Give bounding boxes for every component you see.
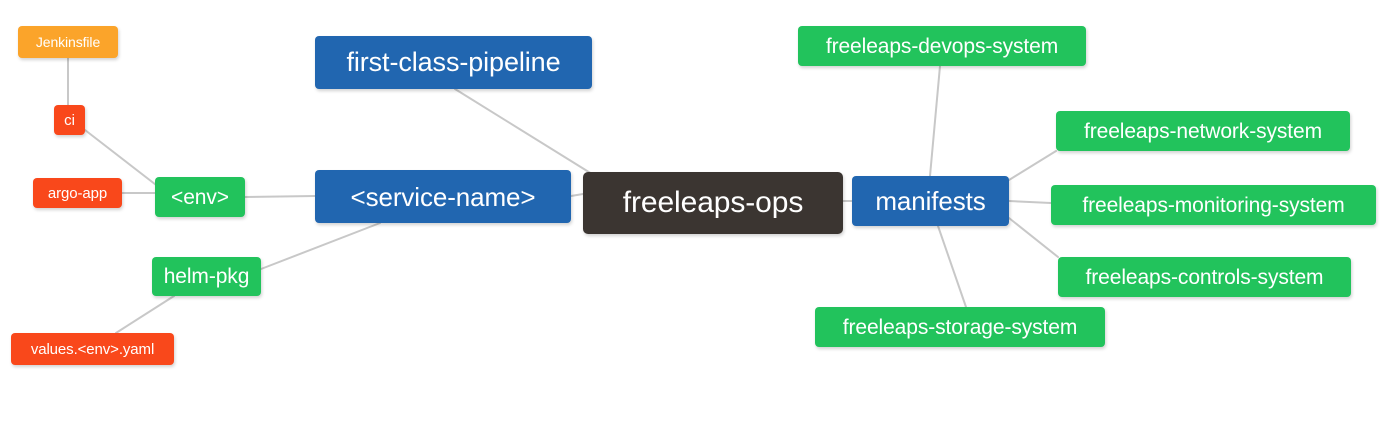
- node-argo-app[interactable]: argo-app: [33, 178, 122, 208]
- node-env[interactable]: <env>: [155, 177, 245, 217]
- node-label: helm-pkg: [163, 265, 250, 288]
- node-label: ci: [64, 111, 75, 129]
- edge-pipeline-service: [570, 193, 584, 197]
- node-manifests[interactable]: manifests: [852, 176, 1009, 226]
- node-freeleaps-storage-system[interactable]: freeleaps-storage-system: [815, 307, 1105, 347]
- node-label: freeleaps-storage-system: [842, 315, 1078, 339]
- node-freeleaps-network-system[interactable]: freeleaps-network-system: [1056, 111, 1350, 151]
- node-freeleaps-devops-system[interactable]: freeleaps-devops-system: [798, 26, 1086, 66]
- node-service-name[interactable]: <service-name>: [315, 170, 571, 223]
- node-label: <service-name>: [350, 181, 536, 212]
- edge-manifests-monitoring: [1008, 200, 1052, 204]
- edge-manifests-devops: [929, 65, 941, 177]
- node-label: freeleaps-network-system: [1083, 119, 1322, 143]
- node-values-env-yaml[interactable]: values.<env>.yaml: [11, 333, 174, 365]
- node-freeleaps-controls-system[interactable]: freeleaps-controls-system: [1058, 257, 1351, 297]
- edge-service-env: [244, 195, 316, 198]
- edge-ops-pipeline: [454, 88, 593, 175]
- node-label: argo-app: [47, 184, 108, 202]
- node-label: freeleaps-controls-system: [1085, 265, 1324, 289]
- node-label: freeleaps-ops: [622, 186, 804, 219]
- edge-helm-values: [115, 295, 175, 334]
- node-label: Jenkinsfile: [35, 34, 101, 50]
- node-label: values.<env>.yaml: [30, 340, 155, 358]
- node-helm-pkg[interactable]: helm-pkg: [152, 257, 261, 296]
- node-jenkinsfile[interactable]: Jenkinsfile: [18, 26, 118, 58]
- node-label: manifests: [875, 186, 986, 216]
- node-first-class-pipeline[interactable]: first-class-pipeline: [315, 36, 592, 89]
- edge-manifests-controls: [1008, 217, 1059, 258]
- node-label: freeleaps-monitoring-system: [1082, 193, 1345, 217]
- node-label: first-class-pipeline: [346, 47, 561, 77]
- node-ci[interactable]: ci: [54, 105, 85, 135]
- edge-manifests-network: [1008, 150, 1057, 181]
- node-freeleaps-ops[interactable]: freeleaps-ops: [583, 172, 843, 234]
- node-label: freeleaps-devops-system: [825, 34, 1059, 58]
- node-freeleaps-monitoring-system[interactable]: freeleaps-monitoring-system: [1051, 185, 1376, 225]
- edge-manifests-storage: [937, 225, 967, 308]
- node-label: <env>: [171, 185, 229, 209]
- edge-service-helm: [260, 222, 381, 270]
